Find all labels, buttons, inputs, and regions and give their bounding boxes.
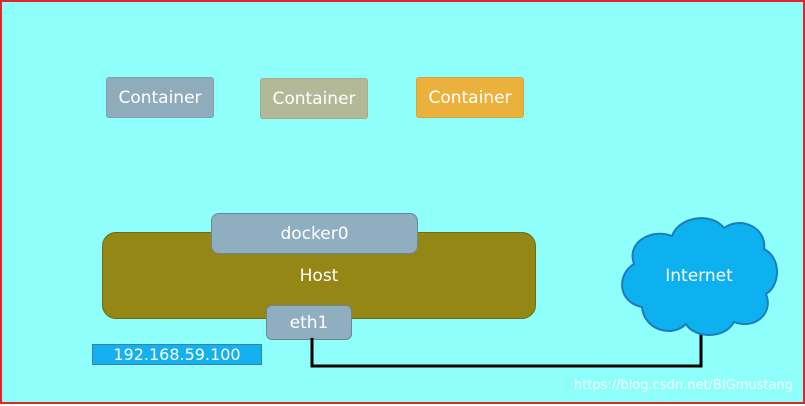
internet-label: Internet bbox=[665, 266, 733, 286]
ip-address-label: 192.168.59.100 bbox=[92, 344, 262, 365]
container-label: Container bbox=[428, 87, 512, 108]
container-label: Container bbox=[118, 87, 202, 108]
network-cable bbox=[310, 320, 703, 368]
container-label: Container bbox=[272, 88, 356, 109]
container-box-1: Container bbox=[106, 77, 214, 118]
docker0-label: docker0 bbox=[280, 223, 349, 244]
eth1-label: eth1 bbox=[289, 312, 329, 333]
container-box-2: Container bbox=[260, 78, 368, 119]
docker0-bridge: docker0 bbox=[211, 213, 418, 254]
eth1-interface: eth1 bbox=[266, 305, 352, 340]
watermark-text: https://blog.csdn.net/BIGmustang bbox=[573, 378, 793, 393]
container-box-3: Container bbox=[416, 77, 524, 118]
host-label: Host bbox=[299, 265, 339, 286]
ip-address-text: 192.168.59.100 bbox=[113, 345, 241, 364]
